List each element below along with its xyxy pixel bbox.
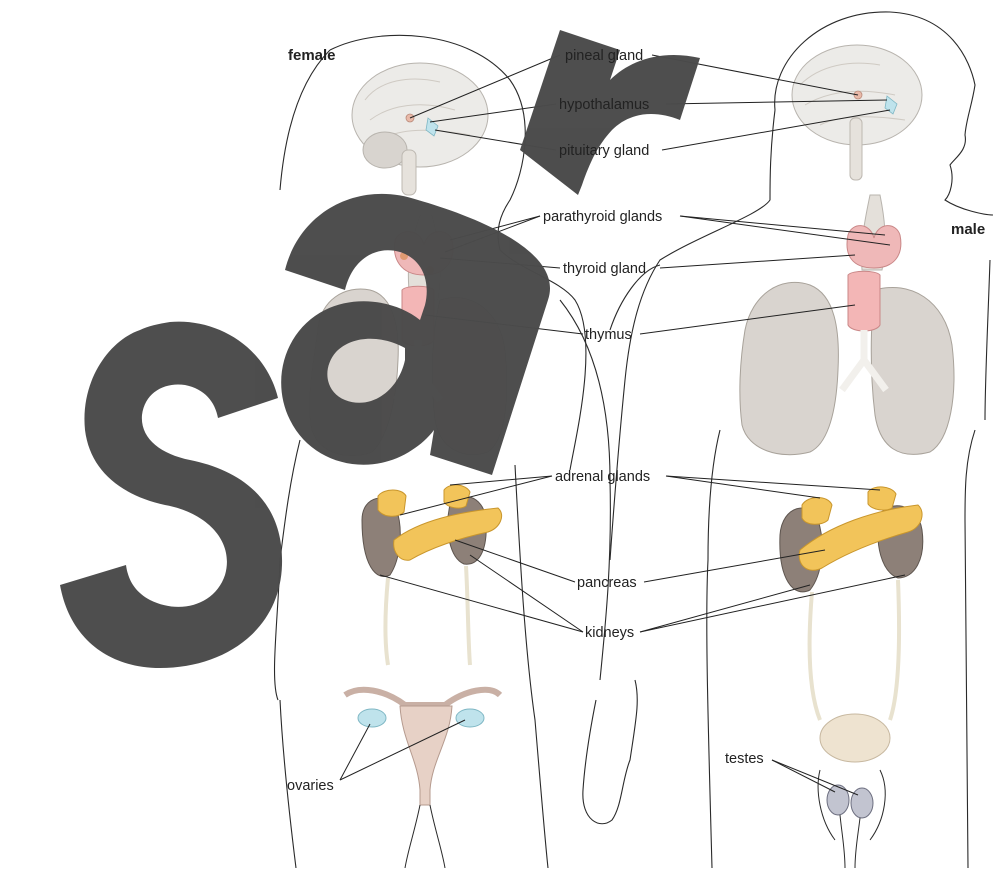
female-reproductive [345,690,500,868]
thyroid-gland-label: thyroid gland [563,261,646,277]
pineal-gland-label: pineal gland [565,48,643,64]
male-label: male [951,221,985,238]
hypothalamus-label: hypothalamus [559,97,649,113]
ovaries-label: ovaries [287,778,334,794]
female-label: female [288,47,336,64]
parathyroid-glands-label: parathyroid glands [543,209,662,225]
male-testes [818,770,885,868]
male-thyroid-lungs [740,195,954,455]
adrenal-glands-label: adrenal glands [555,469,650,485]
testes-label: testes [725,751,764,767]
thymus-label: thymus [585,327,632,343]
female-kidneys-pancreas [362,485,502,665]
pituitary-gland-label: pituitary gland [559,143,649,159]
male-kidneys-pancreas [780,487,923,762]
male-brain [792,45,922,180]
pancreas-label: pancreas [577,575,637,591]
kidneys-label: kidneys [585,625,634,641]
female-brain [352,63,488,195]
